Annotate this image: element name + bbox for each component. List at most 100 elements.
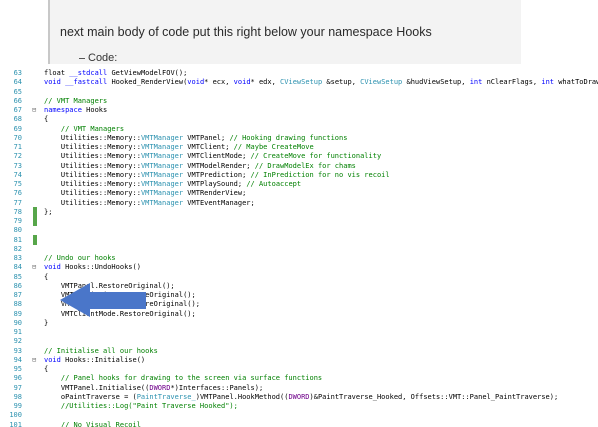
line-number: 93	[13, 346, 22, 355]
code-text: Utilities::Memory::VMTManager VMTRenderV…	[44, 188, 246, 198]
code-token: // VMT Managers	[44, 96, 108, 105]
line-number: 63	[13, 69, 22, 77]
code-line: 99 //Utilities::Log("Paint Traverse Hook…	[0, 401, 598, 411]
code-text: Utilities::Memory::VMTManager VMTPlaySou…	[44, 179, 301, 189]
code-token: &hudViewSetup,	[406, 78, 470, 87]
code-token: VMTManager	[140, 189, 188, 198]
code-token: void	[187, 78, 205, 87]
code-text: void Hooks::UndoHooks()	[44, 262, 141, 272]
code-token: // Initialise all our hooks	[44, 346, 158, 355]
line-number: 70	[13, 133, 22, 142]
collapse-toggle-icon[interactable]: ⊟	[32, 106, 37, 114]
line-number: 78	[13, 207, 22, 216]
code-token: whatToDraw);	[558, 78, 598, 87]
line-number: 95	[13, 365, 22, 373]
code-token: VMTManager	[140, 161, 188, 170]
code-line: 100	[0, 410, 598, 420]
code-token: VMTManager	[140, 143, 188, 151]
code-line: 90}	[0, 318, 598, 328]
code-line: 69 // VMT Managers	[0, 124, 598, 134]
code-line: 85{	[0, 272, 598, 282]
code-token: //Utilities::Log("Paint Traverse Hooked"…	[60, 402, 238, 410]
code-token: GetViewModelFOV();	[111, 69, 188, 77]
code-block-label: Code:	[78, 52, 118, 64]
code-line: 75 Utilities::Memory::VMTManager VMTPlay…	[0, 179, 598, 189]
code-token: VMTPanel.RestoreOriginal();	[44, 281, 175, 290]
code-token: VMTClientMode;	[187, 152, 251, 161]
code-line: 86 VMTPanel.RestoreOriginal();	[0, 281, 598, 291]
line-number: 89	[13, 309, 22, 318]
code-line: 97 VMTPanel.Initialise((DWORD*)Interface…	[0, 383, 598, 393]
code-token: VMTPanel.Initialise((	[44, 383, 150, 392]
code-text: // Initialise all our hooks	[44, 346, 158, 356]
collapse-toggle-icon[interactable]: ⊟	[32, 263, 37, 272]
code-line: 81	[0, 234, 598, 245]
line-number: 94	[13, 355, 22, 364]
code-token: Utilities::Memory::	[44, 170, 141, 179]
code-token: CViewSetup	[280, 78, 327, 87]
code-line: 65	[0, 87, 598, 97]
code-text: VMTPanel.RestoreOriginal();	[44, 281, 175, 291]
code-text: };	[44, 207, 52, 217]
changed-line-marker	[33, 234, 37, 245]
code-line: 71 Utilities::Memory::VMTManager VMTClie…	[0, 142, 598, 152]
code-token: VMTManager	[140, 152, 188, 161]
code-line: 66 // VMT Managers	[0, 96, 598, 106]
code-token: VMTModelRender;	[187, 161, 255, 170]
code-token: };	[44, 207, 53, 216]
code-token: VMTClient;	[187, 143, 234, 151]
code-token: int	[541, 78, 559, 87]
line-number: 64	[13, 78, 22, 87]
code-token	[44, 374, 61, 382]
code-token	[44, 125, 61, 133]
code-line: 89 VMTClientMode.RestoreOriginal();	[0, 309, 598, 319]
code-line: 82	[0, 244, 598, 254]
collapse-toggle-icon[interactable]: ⊟	[32, 355, 37, 364]
code-text: {	[44, 272, 48, 282]
line-number: 66	[13, 96, 22, 105]
code-token: {	[44, 115, 49, 124]
code-text: // Panel hooks for drawing to the screen…	[44, 373, 322, 383]
code-token: Hooks::UndoHooks()	[65, 263, 141, 272]
code-token: void	[233, 78, 251, 87]
code-text: VMTPanel.Initialise((DWORD*)Interfaces::…	[44, 383, 263, 393]
code-editor: 63 float __stdcall GetViewModelFOV(); 64 vo…	[0, 64, 598, 427]
code-text: Utilities::Memory::VMTManager VMTModelRe…	[44, 161, 356, 171]
code-token: VMTClientMode.RestoreOriginal();	[44, 309, 196, 318]
code-token: // CreateMove for functionality	[250, 152, 382, 161]
code-line: 68{	[0, 114, 598, 124]
code-line: 96 // Panel hooks for drawing to the scr…	[0, 373, 598, 383]
line-number: 72	[13, 152, 22, 161]
code-line: 78};	[0, 206, 598, 217]
code-line: 92	[0, 336, 598, 346]
post-instruction-text: next main body of code put this right be…	[60, 25, 432, 39]
code-text: // No Visual Recoil	[44, 420, 141, 427]
code-token: void	[44, 355, 66, 364]
code-token: PaintTraverse_	[136, 392, 196, 401]
code-text: void __fastcall Hooked_RenderView(void* …	[44, 77, 598, 87]
code-text: void Hooks::Initialise()	[44, 355, 145, 365]
code-line: 80	[0, 225, 598, 235]
code-token: VMTPlaySound;	[187, 180, 247, 188]
code-text: Utilities::Memory::VMTManager VMTClient;…	[44, 142, 314, 152]
code-line: 84⊟void Hooks::UndoHooks()	[0, 262, 598, 272]
code-line: 77 Utilities::Memory::VMTManager VMTEven…	[0, 198, 598, 208]
code-line: 67⊟namespace Hooks	[0, 105, 598, 115]
changed-line-marker	[33, 206, 37, 217]
code-text: namespace Hooks	[44, 105, 107, 115]
code-token: VMTPanel;	[187, 133, 230, 142]
code-text: // VMT Managers	[44, 96, 107, 106]
code-token: VMTManager	[140, 198, 188, 207]
code-token: VMTEventManager;	[187, 198, 255, 207]
line-number: 80	[13, 226, 22, 235]
code-token: Utilities::Memory::	[44, 161, 141, 170]
code-token: Utilities::Memory::	[44, 180, 141, 188]
code-text: //Utilities::Log("Paint Traverse Hooked"…	[44, 401, 238, 411]
code-token: Utilities::Memory::	[44, 198, 141, 207]
line-number: 101	[9, 420, 22, 427]
code-line: 73 Utilities::Memory::VMTManager VMTMode…	[0, 161, 598, 171]
code-token: // Panel hooks for drawing to the screen…	[60, 374, 323, 383]
code-text: float __stdcall GetViewModelFOV();	[44, 68, 187, 78]
code-token: __fastcall	[65, 78, 112, 87]
code-token: // Undo our hooks	[44, 254, 116, 262]
